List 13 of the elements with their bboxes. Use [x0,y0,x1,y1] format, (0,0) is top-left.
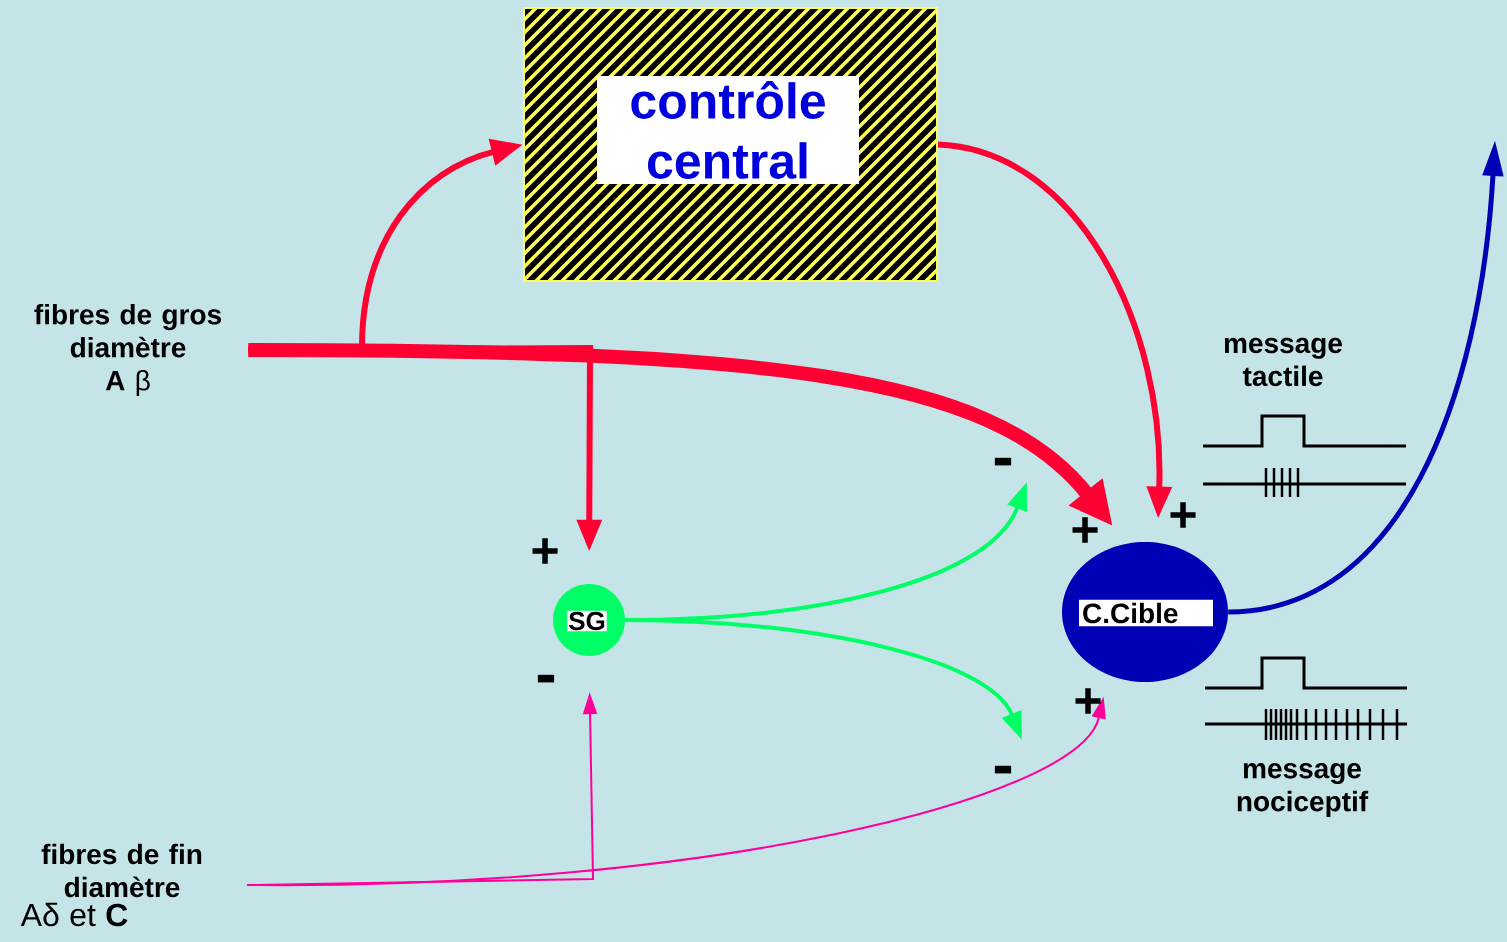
fibre-label: fibres de fin diamètre Aδ et C [20,843,202,927]
minus-sign: - [994,765,1012,774]
hatched-box: contrôle central [523,7,938,282]
target-cell: C.Cible [1062,542,1228,682]
message-label: message nociceptif [1237,763,1369,817]
message-label: message tactile [1224,337,1342,387]
minus-sign: - [994,457,1012,466]
plus-sign: + [1072,517,1098,543]
minus-sign: - [537,674,555,683]
plus-sign: + [532,538,558,564]
fibre-label: fibres de gros diamètre A β [34,303,221,397]
plus-sign: + [1170,502,1196,528]
plus-sign: + [1075,688,1101,714]
